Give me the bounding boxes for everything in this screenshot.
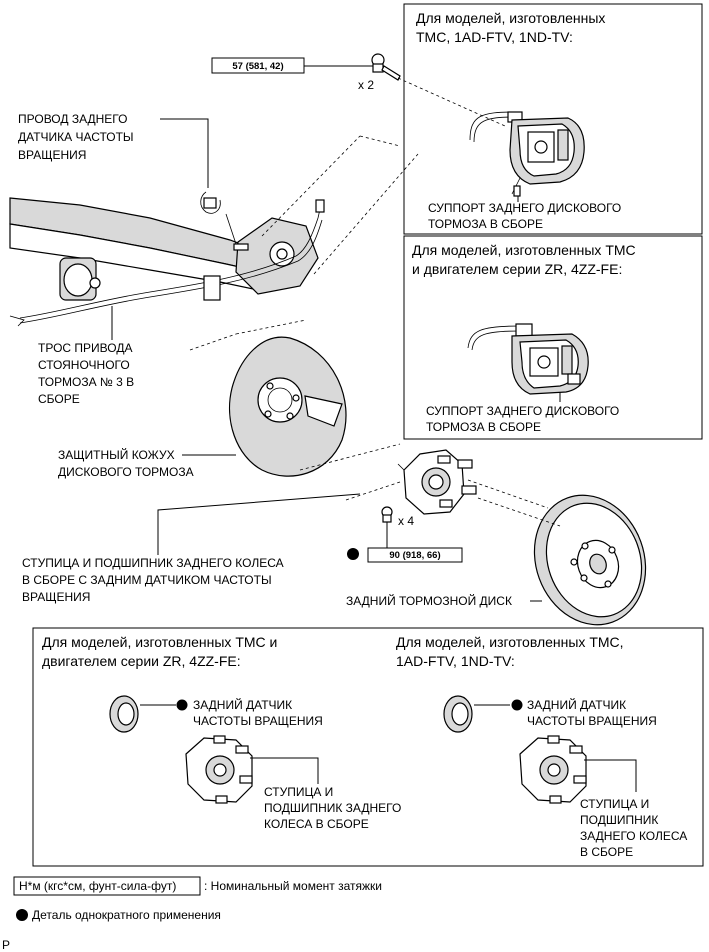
non-reusable-mark-left	[176, 699, 188, 711]
legend-torque-unit: Н*м (кгс*см, фунт-сила-фут)	[19, 879, 176, 893]
non-reusable-mark-right	[511, 699, 523, 711]
legend-non-reusable: Деталь однократного применения	[32, 908, 221, 922]
brake-disc-illustration	[533, 494, 647, 626]
torque-caliper-bolt: 57 (581, 42)	[211, 57, 376, 74]
label-parking-cable-3: ТОРМОЗА № 3 В	[38, 375, 134, 389]
axle-beam-illustration	[9, 191, 325, 327]
box-bottom-variants: Для моделей, изготовленных TMC и двигате…	[32, 627, 704, 867]
label-disc: ЗАДНИЙ ТОРМОЗНОЙ ДИСК	[346, 593, 512, 608]
box-top-right-title-1: Для моделей, изготовленных	[416, 10, 605, 26]
box-mid-right: Для моделей, изготовленных TMC и двигате…	[403, 235, 703, 440]
bottom-right-hub-4: В СБОРЕ	[580, 845, 633, 859]
bottom-left-sensor-1: ЗАДНИЙ ДАТЧИК	[193, 697, 292, 712]
hub-illustration	[397, 449, 477, 515]
legend: Н*м (кгс*см, фунт-сила-фут) : Номинальны…	[2, 876, 382, 952]
hub-bolt-qty: x 4	[398, 514, 414, 528]
non-reusable-mark-hub	[347, 548, 359, 560]
caliper-illustration-b	[467, 323, 589, 395]
legend-torque-desc: : Номинальный момент затяжки	[204, 879, 382, 893]
label-dust-cover-1: ЗАЩИТНЫЙ КОЖУХ	[58, 447, 175, 462]
bottom-right-hub-3: ЗАДНЕГО КОЛЕСА	[580, 829, 687, 843]
label-hub-sensor-1: СТУПИЦА И ПОДШИПНИК ЗАДНЕГО КОЛЕСА	[22, 556, 284, 570]
caliper-bolt	[371, 53, 401, 81]
label-dust-cover-2: ДИСКОВОГО ТОРМОЗА	[58, 465, 194, 479]
label-speed-wire-3: ВРАЩЕНИЯ	[18, 148, 86, 162]
label-parking-cable-2: СТОЯНОЧНОГО	[38, 358, 130, 372]
caliper-bolt-qty: x 2	[358, 78, 374, 92]
sensor-illustration-left	[109, 695, 139, 733]
hub-illustration-left	[185, 735, 253, 804]
box-top-right: Для моделей, изготовленных TMC, 1AD-FTV,…	[403, 3, 703, 235]
bottom-right-title-2: 1AD-FTV, 1ND-TV:	[396, 653, 515, 669]
torque-hub-value: 90 (918, 66)	[389, 550, 440, 561]
box-mid-right-title-2: и двигателем серии ZR, 4ZZ-FE:	[412, 261, 622, 277]
label-hub-sensor-2: В СБОРЕ С ЗАДНИМ ДАТЧИКОМ ЧАСТОТЫ	[22, 573, 272, 587]
bottom-right-title-1: Для моделей, изготовленных TMC,	[396, 634, 624, 650]
bottom-left-title-1: Для моделей, изготовленных TMC и	[42, 634, 277, 650]
torque-hub-bolt: 90 (918, 66)	[367, 547, 463, 563]
label-speed-wire-1: ПРОВОД ЗАДНЕГО	[18, 112, 127, 126]
dust-cover-illustration	[228, 336, 347, 477]
bottom-left-hub-2: ПОДШИПНИК ЗАДНЕГО	[264, 801, 401, 815]
bottom-left-hub-3: КОЛЕСА В СБОРЕ	[264, 817, 369, 831]
label-hub-sensor-3: ВРАЩЕНИЯ	[22, 590, 90, 604]
caliper-illustration-a	[469, 111, 585, 197]
bottom-right-hub-1: СТУПИЦА И	[580, 797, 649, 811]
box-mid-right-title-1: Для моделей, изготовленных TMC	[412, 242, 636, 258]
bottom-left-title-2: двигателем серии ZR, 4ZZ-FE:	[42, 653, 241, 669]
legend-non-reusable-mark	[16, 909, 28, 921]
box-mid-right-part-1: СУППОРТ ЗАДНЕГО ДИСКОВОГО	[426, 404, 619, 418]
label-speed-wire-2: ДАТЧИКА ЧАСТОТЫ	[18, 130, 134, 144]
bottom-left-sensor-2: ЧАСТОТЫ ВРАЩЕНИЯ	[193, 714, 323, 728]
torque-caliper-value: 57 (581, 42)	[232, 61, 283, 72]
bottom-right-sensor-2: ЧАСТОТЫ ВРАЩЕНИЯ	[527, 714, 657, 728]
label-parking-cable-1: ТРОС ПРИВОДА	[38, 341, 132, 355]
bottom-left-hub-1: СТУПИЦА И	[264, 785, 333, 799]
box-top-right-part-1: СУППОРТ ЗАДНЕГО ДИСКОВОГО	[428, 201, 621, 215]
hub-illustration-right	[519, 735, 587, 804]
bottom-right-hub-2: ПОДШИПНИК	[580, 813, 658, 827]
sensor-illustration-right	[443, 695, 473, 733]
bottom-right-sensor-1: ЗАДНИЙ ДАТЧИК	[527, 697, 626, 712]
label-parking-cable-4: СБОРЕ	[38, 392, 80, 406]
box-mid-right-part-2: ТОРМОЗА В СБОРЕ	[426, 420, 541, 434]
box-top-right-title-2: TMC, 1AD-FTV, 1ND-TV:	[416, 29, 573, 45]
hub-bolt	[381, 506, 393, 540]
box-top-right-part-2: ТОРМОЗА В СБОРЕ	[428, 217, 543, 231]
corner-mark: P	[2, 938, 10, 952]
